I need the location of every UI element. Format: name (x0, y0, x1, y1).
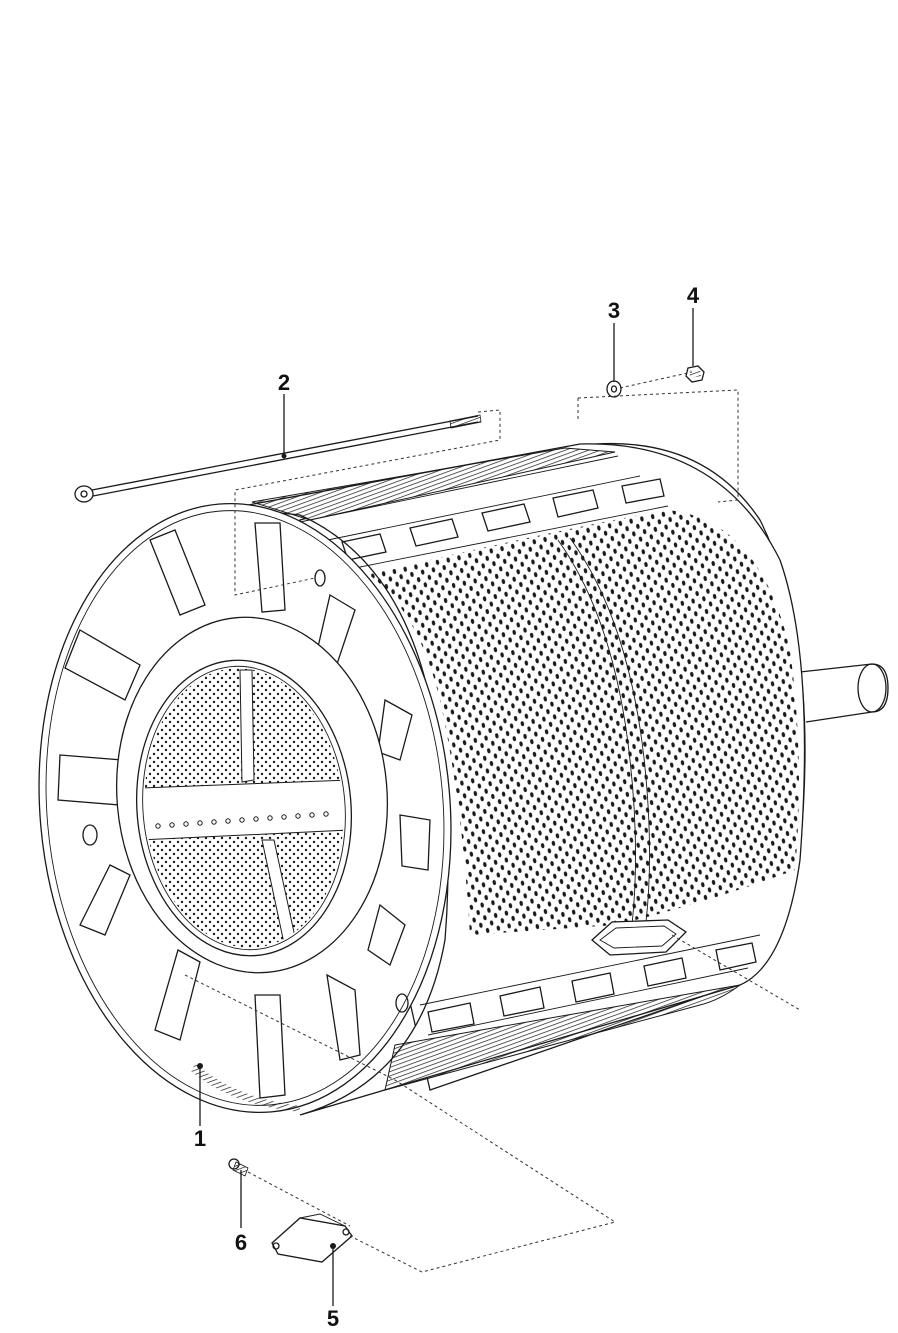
callout-1: 1 (194, 1126, 206, 1151)
tie-rod (74, 414, 482, 503)
callout-6: 6 (235, 1230, 247, 1255)
lifter-cap (271, 1213, 353, 1263)
washer (606, 380, 622, 398)
nut (685, 365, 705, 383)
drum-front-face-holes (82, 569, 409, 1013)
drum-top-slots (341, 478, 665, 561)
assembly-guide-lines (184, 371, 801, 1273)
callout-5: 5 (327, 1306, 339, 1331)
drum-body (38, 442, 889, 1116)
callout-3: 3 (608, 298, 620, 323)
drum-lifter-window (591, 919, 688, 956)
drum-bottom-slots (427, 942, 757, 1033)
leader-lines (197, 308, 694, 1306)
drum-shaft (799, 663, 889, 723)
drum-perforations (368, 510, 799, 935)
drum-top-band (251, 447, 616, 521)
screw (228, 1158, 249, 1177)
callout-4: 4 (687, 283, 700, 308)
drum-bottom-band (384, 984, 741, 1091)
callout-2: 2 (278, 370, 290, 395)
